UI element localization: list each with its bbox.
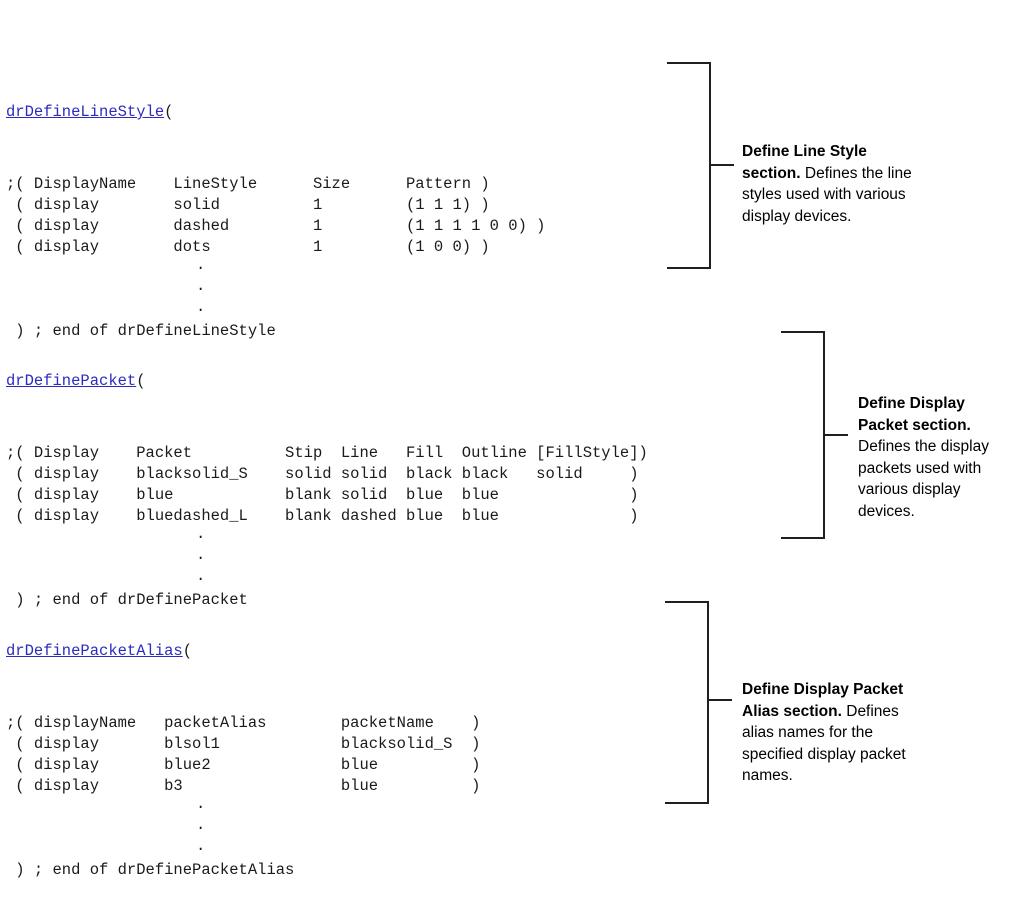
table-row: ( display blsol1 blacksolid_S ) [6,735,481,753]
table-row: ( display blue blank solid blue blue ) [6,486,639,504]
code-block-define-packet-alias: drDefinePacketAlias( ;( displayName pack… [6,599,480,923]
code-rows-define-packet: ;( Display Packet Stip Line Fill Outline… [6,443,648,611]
ellipsis-dot: · [196,798,206,816]
ellipsis-dot: · [196,549,206,567]
column-header-row: ;( displayName packetAlias packetName ) [6,714,481,732]
section-bracket-define-packet [781,331,825,539]
table-row: ( display solid 1 (1 1 1) ) [6,196,490,214]
code-rows-define-line-style: ;( DisplayName LineStyle Size Pattern ) … [6,174,546,342]
function-name-drDefineLineStyle[interactable]: drDefineLineStyle [6,103,165,121]
bracket-stub-define-packet-alias [707,699,732,701]
ellipsis-dot: · [196,819,206,837]
open-paren: ( [164,103,174,121]
table-row: ( display blacksolid_S solid solid black… [6,465,639,483]
bracket-bottom-arm [781,537,825,539]
bracket-top-arm [665,601,709,603]
ellipsis-dot: · [196,840,206,858]
end-comment-line: ) ; end of drDefinePacket [6,591,248,609]
ellipsis-dot: · [196,570,206,588]
column-header-row: ;( Display Packet Stip Line Fill Outline… [6,444,648,462]
callout-define-packet: Define Display Packet section. Defines t… [858,393,1015,522]
bracket-spine [707,601,709,804]
callout-define-packet-alias: Define Display Packet Alias section. Def… [742,679,932,787]
function-name-drDefinePacket[interactable]: drDefinePacket [6,372,137,390]
table-row: ( display b3 blue ) [6,777,481,795]
callout-lead: Define Line Style section. [742,143,867,182]
code-block-define-packet: drDefinePacket( ;( Display Packet Stip L… [6,329,648,653]
ellipsis-dot: · [196,259,206,277]
section-bracket-define-packet-alias [665,601,709,804]
bracket-stub-define-packet [823,434,848,436]
open-paren: ( [182,642,193,660]
section-bracket-define-line-style [667,62,711,269]
function-name-drDefinePacketAlias[interactable]: drDefinePacketAlias [6,642,183,660]
table-row: ( display dashed 1 (1 1 1 1 0 0) ) [6,217,546,235]
diagram-canvas: drDefineLineStyle( ;( DisplayName LineSt… [6,60,1015,879]
callout-body: Defines the display packets used with va… [858,438,989,520]
column-header-row: ;( DisplayName LineStyle Size Pattern ) [6,175,490,193]
bracket-bottom-arm [667,267,711,269]
table-row: ( display blue2 blue ) [6,756,481,774]
ellipsis-dot: · [196,280,206,298]
code-block-define-line-style: drDefineLineStyle( ;( DisplayName LineSt… [6,60,546,384]
bracket-bottom-arm [665,802,709,804]
table-row: ( display bluedashed_L blank dashed blue… [6,507,639,525]
ellipsis-dot: · [196,301,206,319]
end-comment-line: ) ; end of drDefinePacketAlias [6,861,295,879]
callout-define-line-style: Define Line Style section. Defines the l… [742,141,912,227]
code-rows-define-packet-alias: ;( displayName packetAlias packetName ) … [6,713,480,881]
callout-body: Defines alias names for the specified di… [742,702,906,785]
bracket-top-arm [781,331,825,333]
callout-lead: Define Display Packet section. [858,395,971,434]
ellipsis-dot: · [196,528,206,546]
end-comment-line: ) ; end of drDefineLineStyle [6,322,276,340]
function-signature-define-line-style: drDefineLineStyle( [6,102,546,123]
bracket-stub-define-line-style [709,164,734,166]
bracket-top-arm [667,62,711,64]
callout-lead: Define Display Packet Alias section. [742,681,904,720]
callout-body: Defines the line styles used with variou… [742,164,912,225]
function-signature-define-packet: drDefinePacket( [6,371,648,392]
table-row: ( display dots 1 (1 0 0) ) [6,238,490,256]
function-signature-define-packet-alias: drDefinePacketAlias( [6,641,480,662]
open-paren: ( [136,372,146,390]
